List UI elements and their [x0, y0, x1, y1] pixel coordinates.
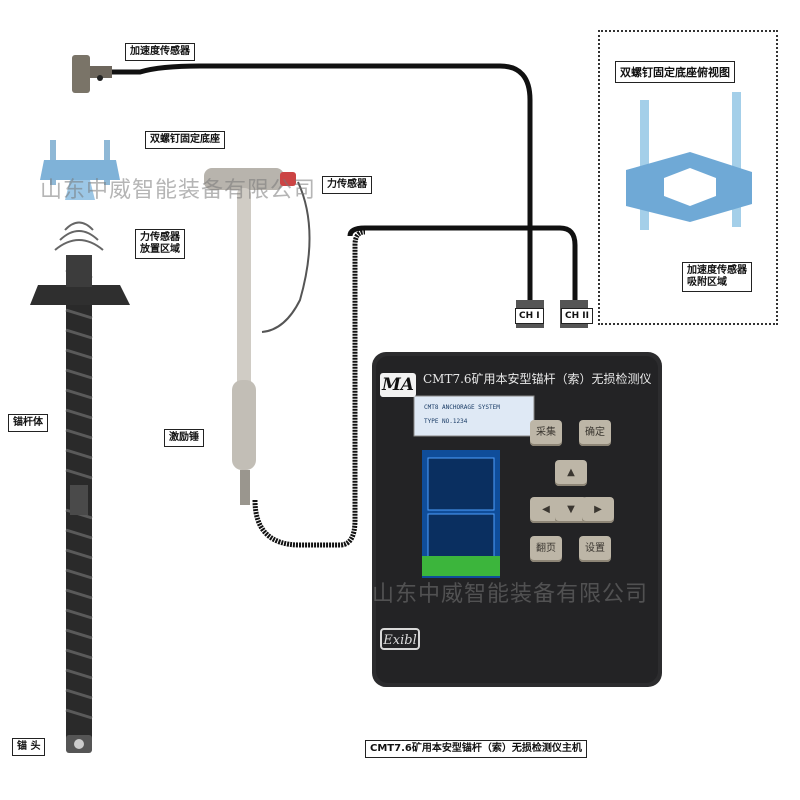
callout-accel-mount-area: 加速度传感器 吸附区域: [682, 262, 752, 292]
cable-hammer-to-ch2: [252, 229, 366, 548]
exciter-hammer-icon: [204, 168, 296, 505]
screen-line-1: CMT8 ANCHORAGE SYSTEM: [424, 404, 500, 411]
callout-force-sensor-area-line2: 放置区域: [140, 244, 180, 255]
inset-title: 双螺钉固定底座俯视图: [615, 61, 735, 83]
inset-frame: [598, 30, 778, 325]
key-up[interactable]: ▲: [555, 460, 587, 486]
watermark-company-top: 山东中威智能装备有限公司: [40, 178, 317, 203]
callout-accel-mount-area-line1: 加速度传感器: [687, 265, 747, 276]
callout-accel-mount-area-line2: 吸附区域: [687, 277, 727, 288]
callout-anchor-body: 锚杆体: [8, 414, 48, 432]
callout-double-bolt-base: 双螺钉固定底座: [145, 131, 225, 149]
key-down[interactable]: ▼: [555, 497, 587, 523]
watermark-site: sdzwen.1688: [460, 705, 643, 735]
callout-bottom-device: CMT7.6矿用本安型锚杆（索）无损检测仪主机: [365, 740, 587, 758]
inset-bolt-base-icon: [626, 92, 752, 230]
key-page[interactable]: 翻页: [530, 536, 562, 562]
ma-logo: MA: [380, 373, 416, 397]
cable-accel-to-ch1: [110, 63, 533, 300]
channel-2-label: CH II: [561, 308, 593, 324]
anchor-rod-icon: [65, 260, 93, 753]
tray-plate-icon: [30, 221, 130, 305]
key-right[interactable]: ▶: [582, 497, 614, 523]
callout-anchor-head: 锚 头: [12, 738, 46, 756]
screen-line-2: TYPE NO.1234: [424, 418, 468, 425]
device-title: CMT7.6矿用本安型锚杆（索）无损检测仪: [423, 372, 652, 386]
callout-accel-sensor: 加速度传感器: [125, 43, 195, 61]
watermark-company-bottom: 山东中威智能装备有限公司: [372, 582, 649, 607]
double-bolt-base-icon: [40, 140, 120, 200]
key-collect[interactable]: 采集: [530, 420, 562, 446]
key-confirm[interactable]: 确定: [579, 420, 611, 446]
cable-force-to-ch2: [347, 225, 578, 300]
callout-force-sensor-area: 力传感器 放置区域: [135, 229, 185, 259]
cable-force-coil: [261, 181, 311, 333]
callout-force-sensor-area-line1: 力传感器: [140, 232, 180, 243]
callout-force-sensor: 力传感器: [322, 176, 372, 194]
accelerometer-icon: [72, 55, 112, 93]
channel-1-label: CH I: [515, 308, 544, 324]
key-settings[interactable]: 设置: [579, 536, 611, 562]
exib-logo: Exibl: [380, 628, 420, 650]
callout-exciter-hammer: 激励锤: [164, 429, 204, 447]
